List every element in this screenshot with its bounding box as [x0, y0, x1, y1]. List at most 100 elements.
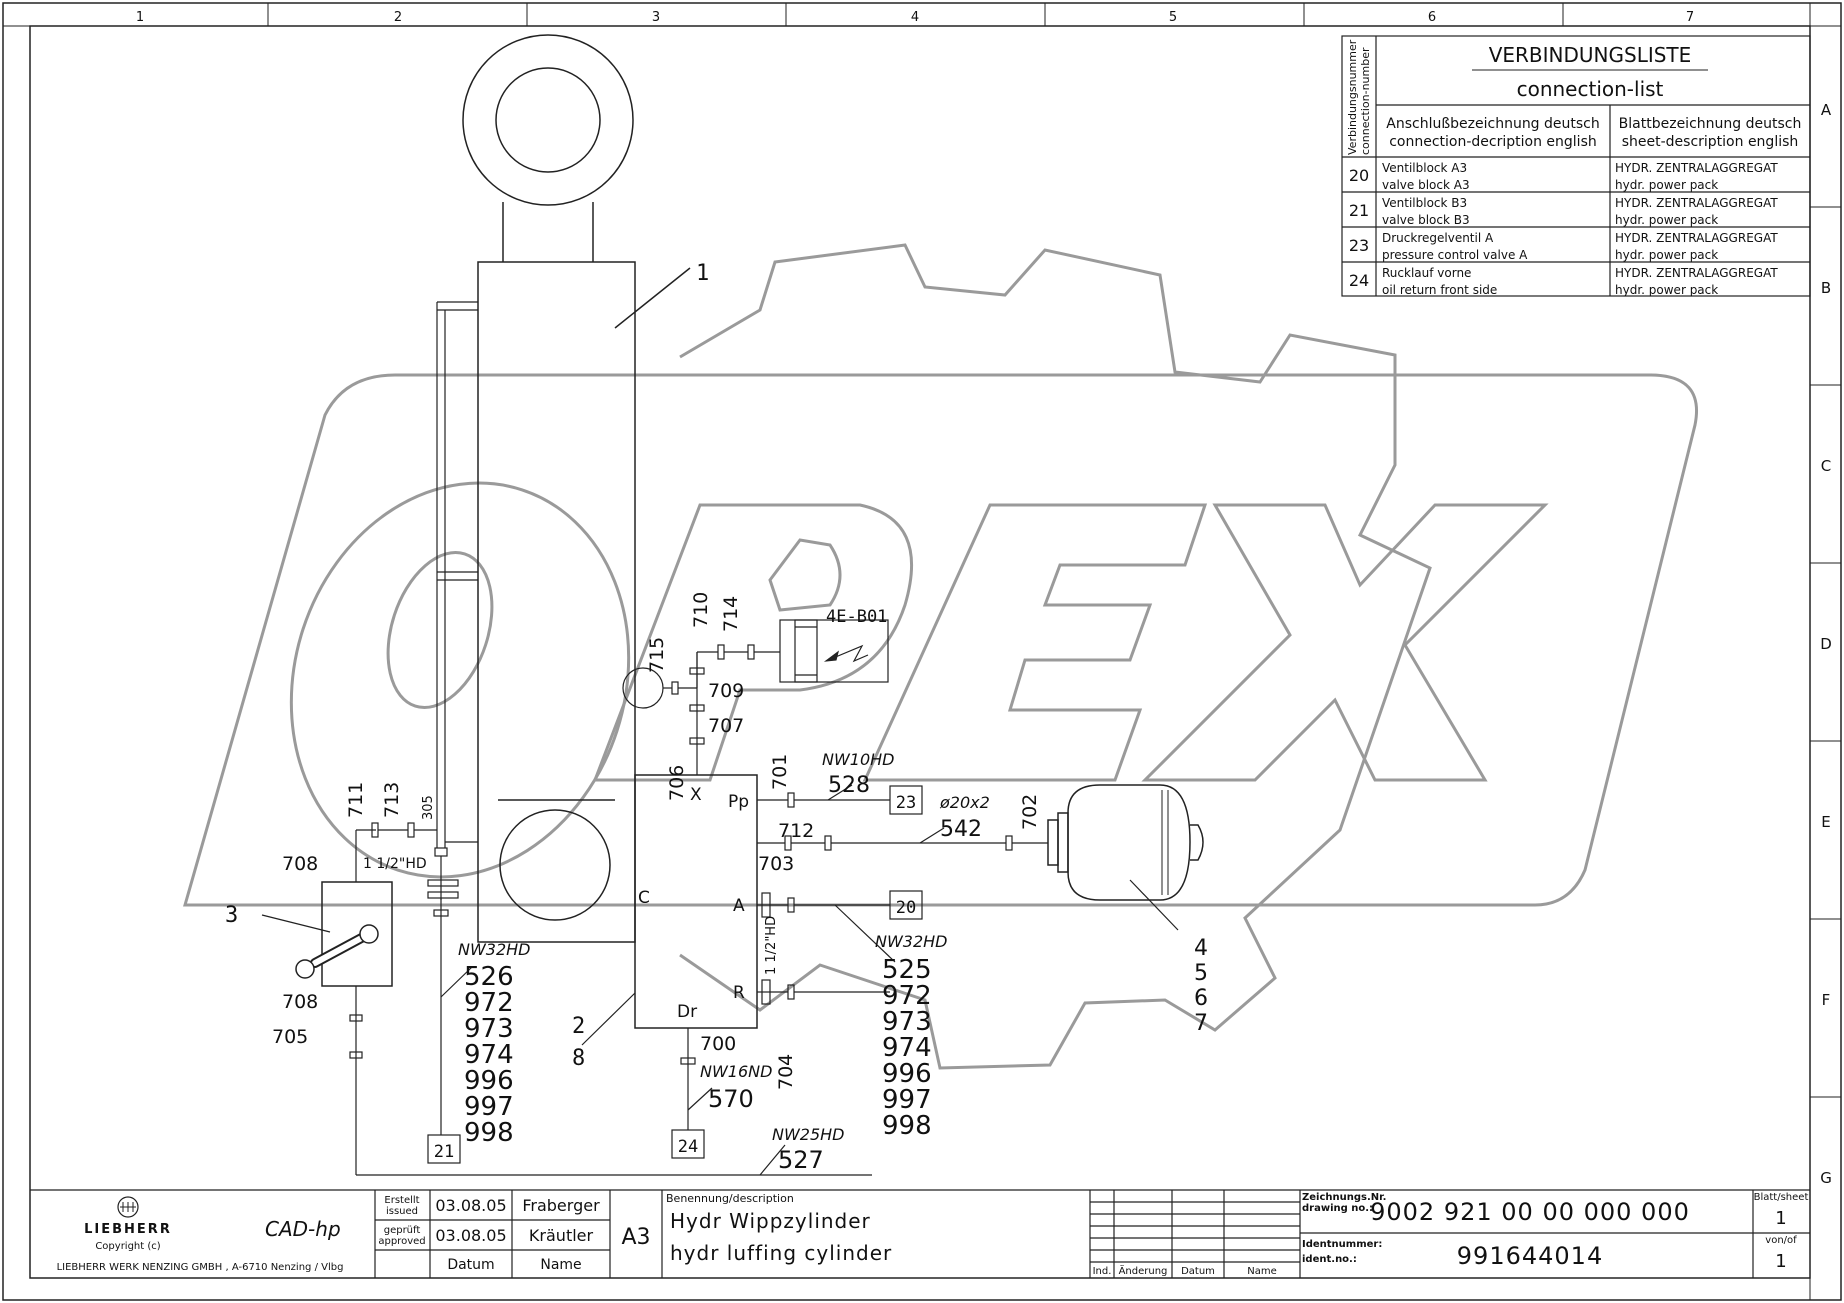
sensor-label: 4E-B01 [826, 607, 887, 627]
row-desc-en: valve block A3 [1382, 178, 1470, 192]
connection-box-24 [671, 1129, 705, 1159]
line-nw16nd: NW16ND [700, 1062, 772, 1081]
right-stack-item: 998 [882, 1111, 932, 1141]
accumulator-item-number-4: 4 [1194, 936, 1208, 961]
connection-box-23 [889, 785, 923, 815]
row-desc-de: Ventilblock B3 [1382, 196, 1467, 210]
right-position-stack: 525 972 973 974 996 997 998 [882, 955, 932, 1141]
left-stack-item: 997 [464, 1092, 514, 1122]
watermark-swoosh [183, 373, 1698, 907]
ident-no-label-en: ident.no.: [1302, 1254, 1357, 1265]
col2-header-en: sheet-description english [1622, 134, 1799, 150]
grid-row-labels: A B C D E F G [1820, 101, 1832, 1187]
watermark-letter-p [592, 503, 914, 782]
port-pp: Pp [728, 792, 749, 812]
table-row: 24 Rucklauf vorne oil return front side … [1349, 266, 1779, 297]
grid-col-6: 6 [1428, 10, 1436, 25]
pos-705: 705 [272, 1026, 308, 1048]
sheet-number: 1 [1775, 1208, 1786, 1229]
pressure-sensor [779, 619, 889, 683]
col1-header-en: connection-decription english [1389, 134, 1597, 150]
port-r: R [733, 983, 745, 1003]
row-sheet-de: HYDR. ZENTRALAGGREGAT [1615, 161, 1778, 175]
connection-box-21 [427, 1134, 461, 1164]
grid-row-f: F [1822, 991, 1831, 1009]
right-stack-item: 973 [882, 1007, 932, 1037]
line-to-accumulator [757, 827, 1048, 851]
cad-system: CAD-hp [265, 1217, 341, 1241]
grid-col-4: 4 [911, 10, 919, 25]
block-item-number-8: 8 [572, 1046, 585, 1071]
line-to-21 [427, 935, 473, 1164]
pos-703: 703 [758, 853, 794, 875]
pos-710: 710 [690, 592, 712, 628]
connection-box-20 [889, 890, 923, 920]
pos-528: 528 [828, 773, 870, 798]
pos-712: 712 [778, 820, 814, 842]
grid-row-b: B [1821, 279, 1831, 297]
drawing-no-label-de: Zeichnungs.Nr. [1302, 1192, 1386, 1203]
grid-row-g: G [1820, 1169, 1832, 1187]
connection-box-23-label: 23 [896, 793, 916, 813]
pos-714: 714 [720, 596, 742, 632]
description-label: Benennung/description [666, 1192, 794, 1205]
row-number: 24 [1349, 271, 1369, 290]
side-header-de: Verbindungsnummer [1346, 39, 1359, 155]
line-nw25hd: NW25HD [772, 1125, 845, 1144]
accumulator-item-number-5: 5 [1194, 961, 1208, 986]
pos-570: 570 [708, 1085, 754, 1113]
copyright: Copyright (c) [95, 1241, 160, 1252]
row-desc-de: Ventilblock A3 [1382, 161, 1467, 175]
gauge-715 [622, 667, 664, 709]
created-date: 03.08.05 [435, 1196, 506, 1215]
accumulator-item-numbers: 4 5 6 7 [1194, 936, 1208, 1036]
line-pp-to-23 [757, 784, 923, 815]
left-stack-item: 996 [464, 1066, 514, 1096]
pos-527: 527 [778, 1146, 824, 1174]
luffing-cylinder [462, 34, 691, 943]
row-sheet-en: hydr. power pack [1615, 213, 1718, 227]
datum-header: Datum [447, 1257, 494, 1273]
pos-711: 711 [345, 782, 367, 818]
connection-list-title-de: VERBINDUNGSLISTE [1489, 43, 1692, 67]
pipe-d20: ø20x2 [939, 793, 990, 812]
hydraulic-accumulator [1047, 784, 1204, 931]
revision-name-header: Name [1247, 1266, 1277, 1277]
right-stack-item: 996 [882, 1059, 932, 1089]
connection-box-24-label: 24 [678, 1137, 698, 1157]
grid-col-3: 3 [652, 10, 660, 25]
grid-row-c: C [1821, 457, 1831, 475]
row-sheet-en: hydr. power pack [1615, 248, 1718, 262]
watermark-letter-x [1141, 503, 1549, 782]
pilot-line-x [622, 619, 889, 775]
checked-date: 03.08.05 [435, 1226, 506, 1245]
pos-701: 701 [769, 754, 791, 790]
row-desc-en: pressure control valve A [1382, 248, 1528, 262]
opex-watermark [183, 243, 1698, 1070]
pos-708-top: 708 [282, 853, 318, 875]
col2-header-de: Blattbezeichnung deutsch [1619, 116, 1802, 132]
grid-col-2: 2 [394, 10, 402, 25]
grid-row-d: D [1820, 635, 1832, 653]
name-header: Name [540, 1257, 581, 1273]
row-sheet-en: hydr. power pack [1615, 283, 1718, 297]
row-desc-de: Rucklauf vorne [1382, 266, 1471, 280]
line-dr-to-24 [671, 1028, 786, 1176]
block-item-number-2: 2 [572, 1014, 585, 1039]
pos-700: 700 [700, 1033, 736, 1055]
row-sheet-de: HYDR. ZENTRALAGGREGAT [1615, 196, 1778, 210]
company-name: LIEBHERR [84, 1222, 172, 1237]
connection-list-table: VERBINDUNGSLISTE connection-list Verbind… [1341, 35, 1811, 297]
description-de: Hydr Wippzylinder [670, 1209, 871, 1233]
hd-left: 1 1/2"HD [363, 856, 427, 872]
description-en: hydr luffing cylinder [670, 1241, 892, 1265]
left-position-stack: 526 972 973 974 996 997 998 [464, 962, 514, 1148]
connection-list-title-en: connection-list [1517, 77, 1664, 101]
pos-305: 305 [421, 795, 436, 820]
pos-706: 706 [666, 765, 688, 801]
pos-708-bottom: 708 [282, 991, 318, 1013]
table-row: 21 Ventilblock B3 valve block B3 HYDR. Z… [1349, 196, 1779, 227]
sheet-label: Blatt/sheet [1754, 1192, 1809, 1203]
